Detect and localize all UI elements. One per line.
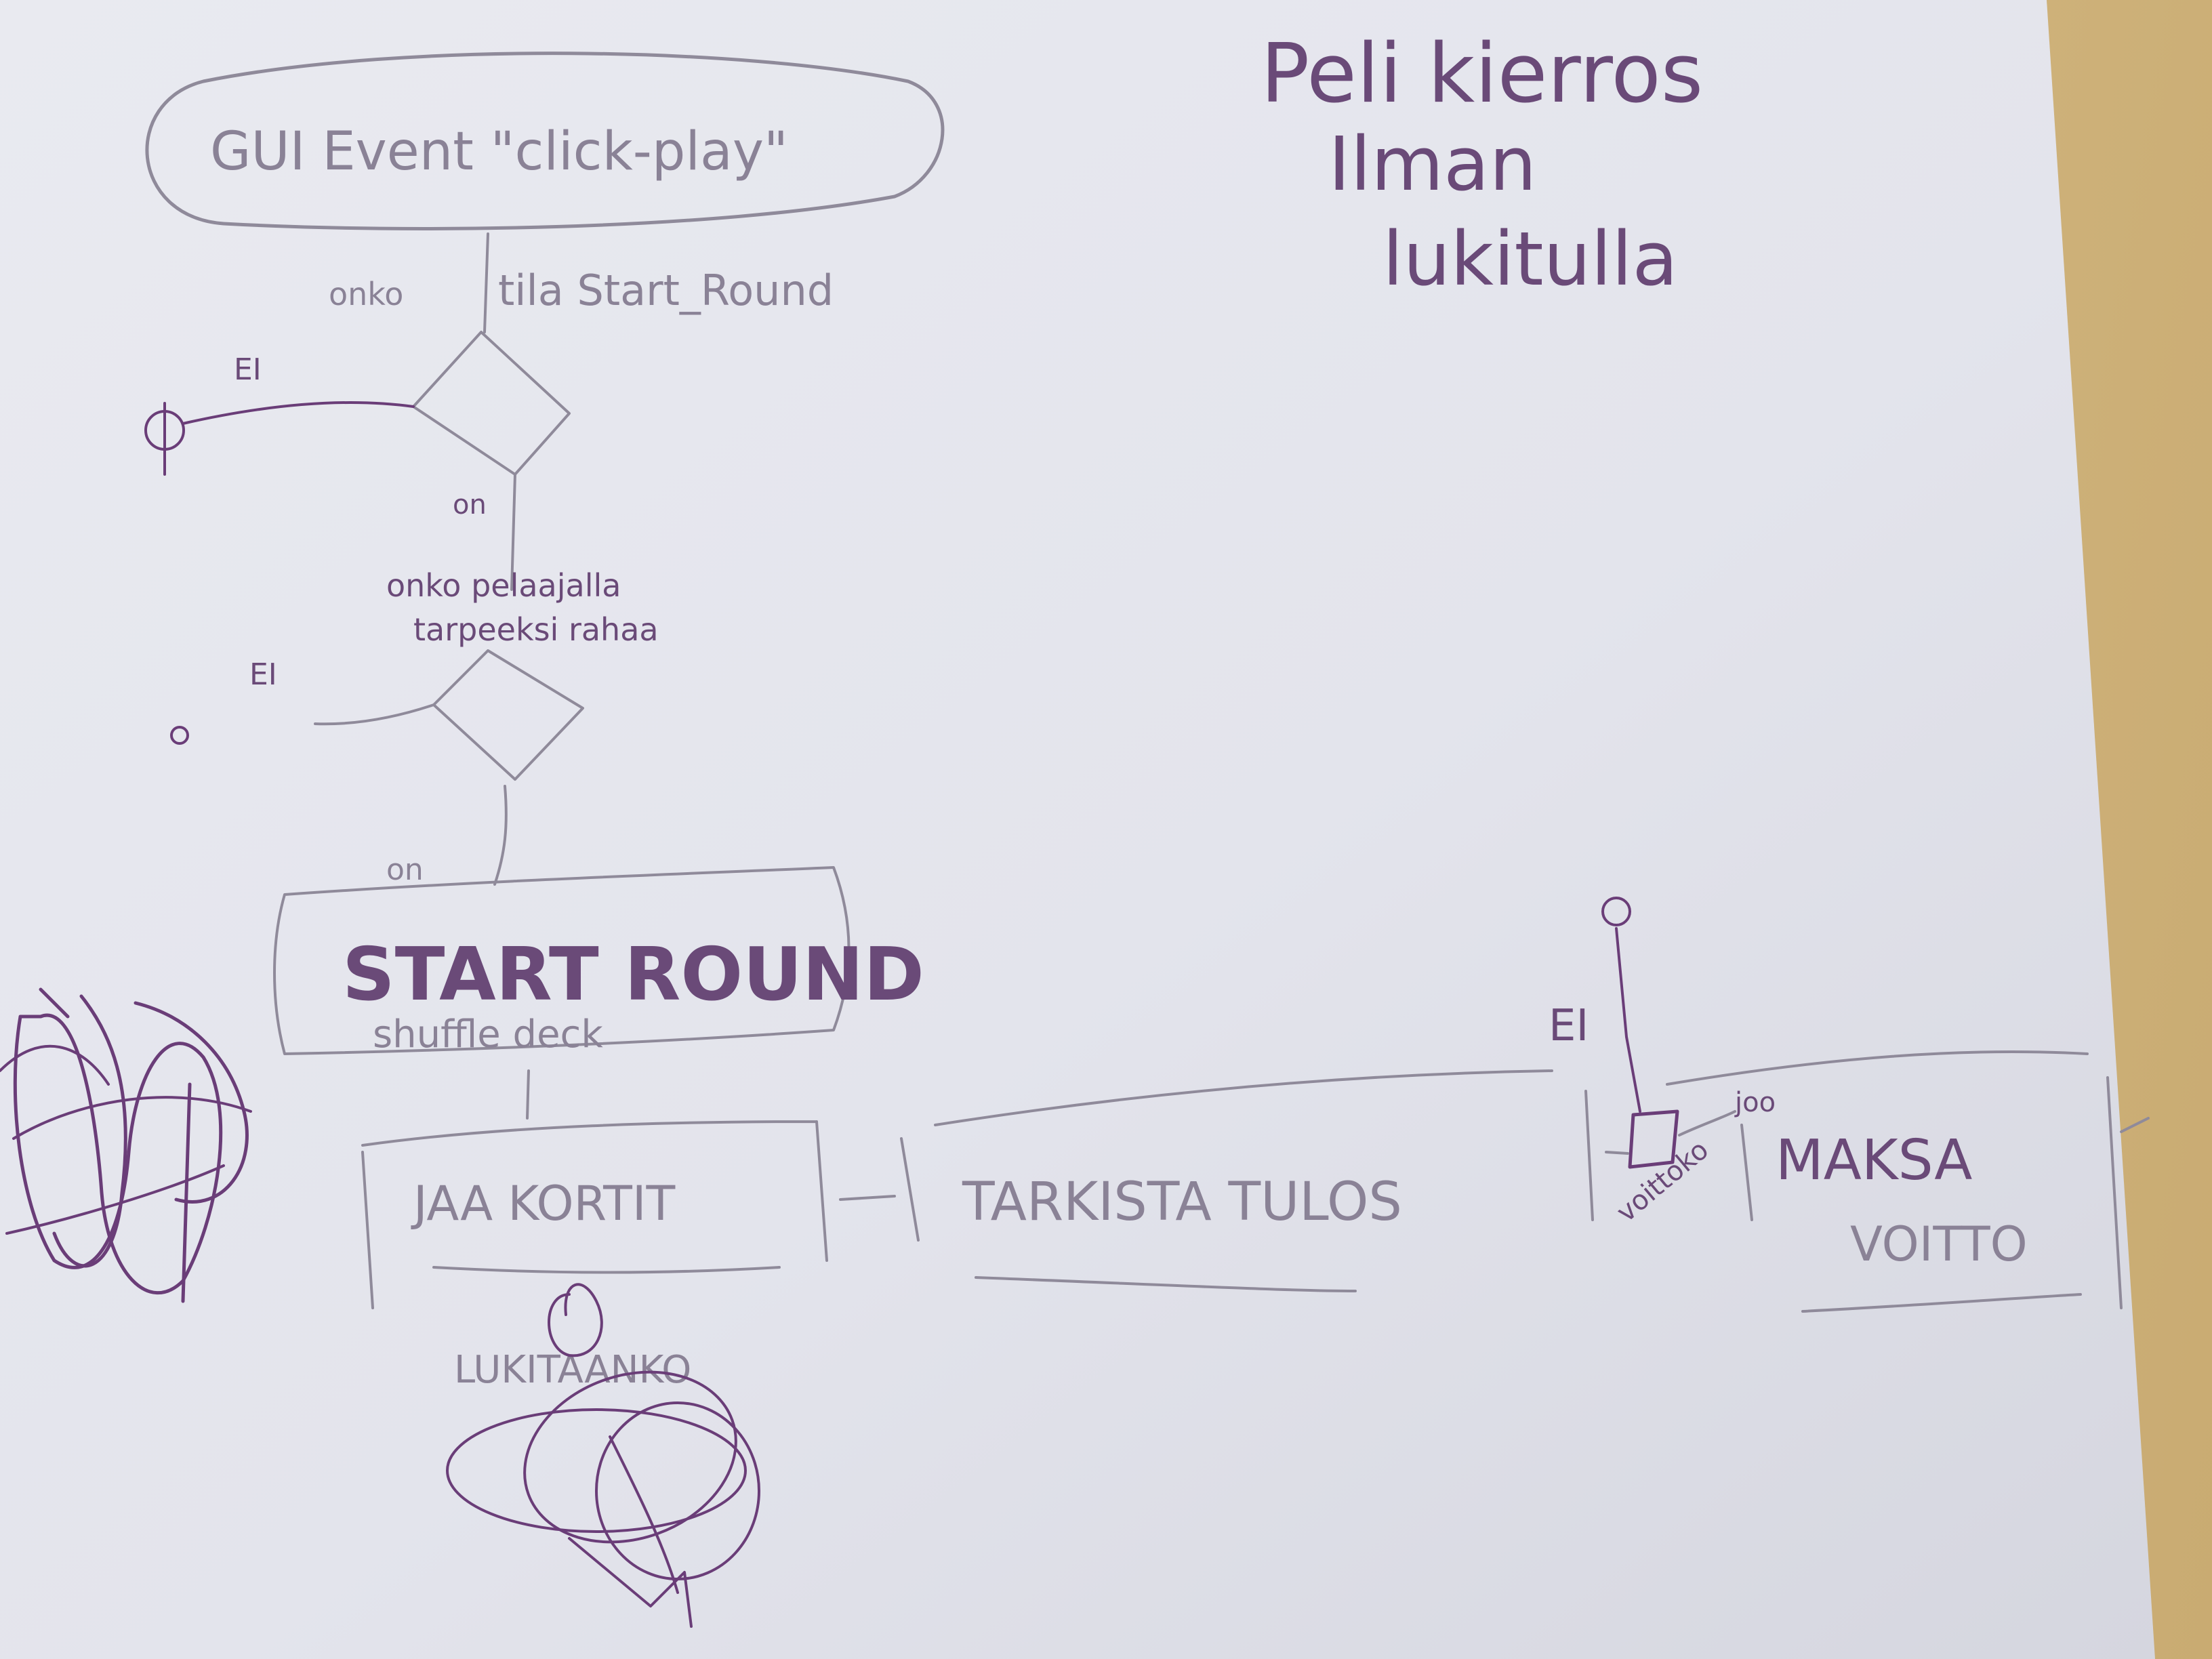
left-scribble bbox=[0, 987, 252, 1303]
event-bubble-label: GUI Event "click-play" bbox=[210, 121, 788, 182]
check-result-box: TARKISTA TULOS bbox=[934, 1069, 1594, 1292]
bottom-scribble-loop1 bbox=[446, 1408, 747, 1533]
title-note: Peli kierros Ilman lukitulla bbox=[1261, 27, 1703, 302]
connector-bubble-decision bbox=[483, 232, 489, 333]
title-note-line1: Peli kierros bbox=[1261, 27, 1703, 121]
decision-money: onko pelaajalla tarpeeksi rahaa EI on bbox=[170, 567, 659, 887]
title-note-line2: Ilman bbox=[1328, 121, 1536, 207]
decision-money-no-label: EI bbox=[249, 657, 277, 692]
event-bubble-outline bbox=[145, 52, 945, 230]
win-decision-yes-label: joo bbox=[1734, 1087, 1776, 1118]
decision-state-no-line bbox=[182, 401, 415, 425]
left-scribble-strokes bbox=[0, 1044, 252, 1235]
decision-state-diamond bbox=[412, 331, 571, 476]
win-decision-box bbox=[1628, 1109, 1679, 1169]
pay-win-line1: MAKSA bbox=[1776, 1128, 1972, 1193]
bottom-scribble-loop2 bbox=[523, 1370, 737, 1544]
win-decision-no-label: EI bbox=[1549, 1001, 1589, 1051]
decision-state: onko tila Start_Round EI on bbox=[144, 266, 834, 591]
start-round-box: START ROUND shuffle deck bbox=[273, 866, 924, 1120]
connector-deal-check bbox=[839, 1137, 920, 1242]
win-decision-end-terminal bbox=[1601, 897, 1631, 926]
left-scribble-loop2 bbox=[52, 994, 249, 1268]
left-scribble-lines bbox=[39, 987, 192, 1303]
event-bubble: GUI Event "click-play" bbox=[145, 52, 945, 230]
win-decision-no-line bbox=[1615, 927, 1641, 1113]
connector-start-deal bbox=[526, 1069, 530, 1120]
paper-surface bbox=[0, 0, 2155, 1659]
win-decision: EI joo voittoko bbox=[1549, 897, 1776, 1229]
bottom-scribble-glyph bbox=[548, 1283, 603, 1357]
start-round-outline bbox=[273, 866, 851, 1055]
bottom-scribble: LUKITAANKO bbox=[446, 1283, 760, 1628]
decision-state-right-label: tila Start_Round bbox=[498, 266, 834, 315]
decision-state-left-label: onko bbox=[329, 276, 403, 312]
connector-money-start bbox=[493, 785, 508, 886]
left-scribble-loop1 bbox=[13, 1013, 223, 1295]
decision-state-no-label: EI bbox=[234, 352, 262, 387]
decision-money-line1: onko pelaajalla bbox=[386, 567, 621, 604]
check-result-label: TARKISTA TULOS bbox=[962, 1172, 1402, 1233]
deal-cards-box: JAA KORTIT bbox=[361, 1120, 828, 1309]
decision-money-yes-label: on bbox=[386, 853, 424, 887]
win-decision-label: voittoko bbox=[1611, 1134, 1715, 1229]
bottom-scribble-loop3 bbox=[595, 1401, 760, 1580]
start-round-label: START ROUND bbox=[342, 933, 924, 1017]
pay-win-box: MAKSA VOITTO bbox=[1666, 1050, 2150, 1313]
decision-money-diamond bbox=[432, 649, 584, 781]
connector-decision-state-money bbox=[510, 473, 516, 591]
win-decision-connectors bbox=[1605, 1110, 1736, 1155]
decision-money-no-line bbox=[314, 703, 435, 726]
pay-win-line2: VOITTO bbox=[1850, 1216, 2028, 1272]
title-note-line3: lukitulla bbox=[1382, 216, 1678, 302]
decision-money-line2: tarpeeksi rahaa bbox=[413, 611, 659, 648]
deal-cards-label: JAA KORTIT bbox=[411, 1176, 676, 1231]
bottom-scribble-strokes bbox=[568, 1435, 693, 1628]
deal-cards-outline bbox=[361, 1120, 828, 1309]
pay-win-outline bbox=[1666, 1050, 2150, 1313]
decision-state-yes-label: on bbox=[453, 489, 487, 520]
decision-money-end-terminal bbox=[170, 726, 189, 745]
start-round-sublabel: shuffle deck bbox=[373, 1012, 603, 1057]
check-result-outline bbox=[934, 1069, 1594, 1292]
